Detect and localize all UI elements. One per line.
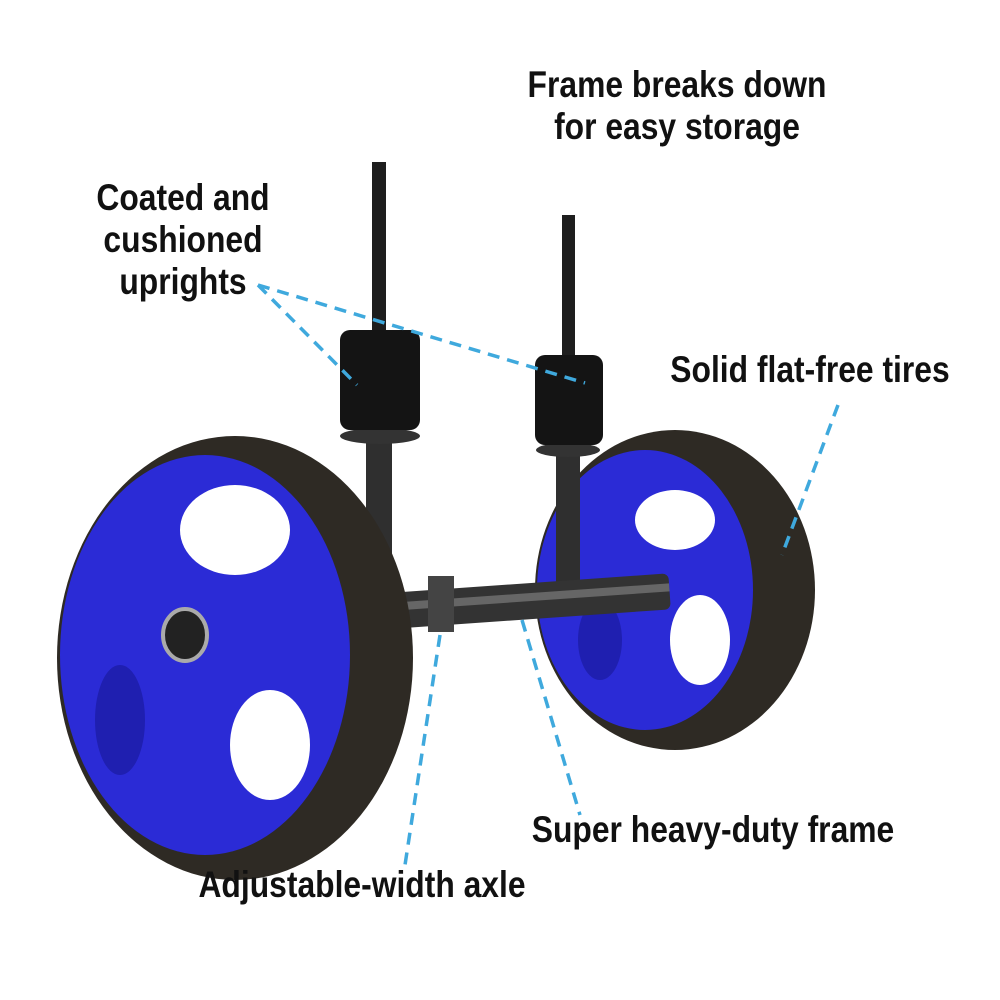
label-adjustable-axle: Adjustable-width axle [198,864,526,905]
label-flat-free-tires: Solid flat-free tires [670,349,950,390]
label-line: Frame breaks down [527,64,827,105]
callout-line-tires [780,404,840,556]
left-wheel [57,436,413,880]
label-frame-breaks-down: Frame breaks down for easy storage [505,64,849,148]
callout-line-upright-left [256,283,359,387]
callout-line-frame [520,619,582,816]
label-line: uprights [119,261,247,302]
label-line: Coated and [96,177,270,218]
foam-padding [340,330,603,445]
callout-line-upright-right [257,283,586,385]
label-heavy-duty-frame: Super heavy-duty frame [531,809,895,850]
label-line: cushioned [103,219,263,260]
callout-lines [256,283,840,866]
label-line: for easy storage [554,106,800,147]
label-coated-uprights: Coated and cushioned uprights [54,177,312,303]
